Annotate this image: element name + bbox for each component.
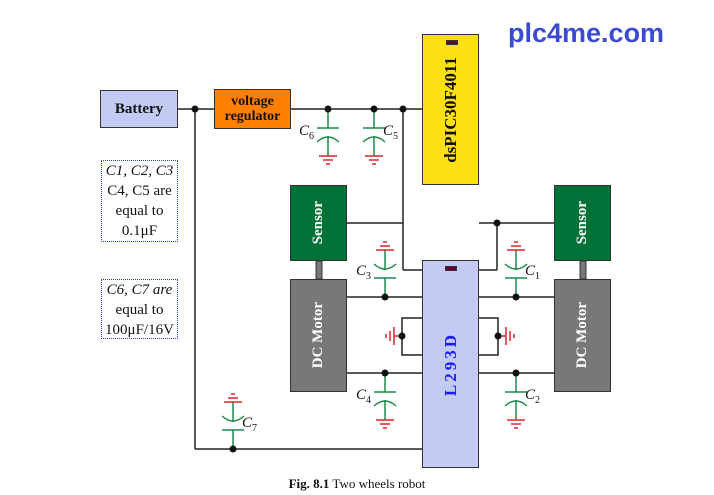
caption-prefix: Fig. 8.1	[288, 476, 330, 491]
capacitor-c3	[373, 250, 397, 297]
junction-dot	[229, 445, 237, 453]
capacitor-label-c1: C1	[525, 263, 540, 282]
junction-dot	[324, 105, 332, 113]
note-small-capacitors: C1, C2, C3 C4, C5 are equal to 0.1μF	[101, 160, 178, 242]
ground-icon	[385, 327, 395, 345]
ground-icon	[224, 393, 242, 403]
note1-line3: equal to	[115, 203, 164, 219]
capacitor-index: 3	[366, 271, 372, 282]
capacitor-c6	[316, 109, 340, 156]
junction-dot	[494, 332, 502, 340]
note2-line1: C6, C7 are	[106, 282, 173, 298]
capacitor-index: 2	[535, 395, 541, 406]
capacitor-c5	[362, 109, 386, 156]
chip-notch-icon	[445, 266, 457, 271]
note2-line2: equal to	[115, 302, 164, 318]
capacitor-label-c2: C2	[525, 387, 540, 406]
chip-notch-icon	[446, 40, 458, 45]
motor-driver-block: L293D	[422, 260, 479, 468]
ground-icon	[376, 241, 394, 251]
capacitor-label-c3: C3	[356, 263, 371, 282]
left-sensor-label: Sensor	[310, 201, 326, 245]
capacitor-index: 1	[535, 271, 541, 282]
left-sensor-block: Sensor	[290, 185, 347, 261]
watermark: plc4me.com	[508, 18, 665, 48]
capacitor-label-c4: C4	[356, 387, 371, 406]
junction-dot	[512, 369, 520, 377]
junction-dot	[512, 293, 520, 301]
junction-dot	[399, 105, 407, 113]
ground-icon	[319, 155, 337, 165]
junction-dot	[493, 219, 501, 227]
junction-dot	[398, 332, 406, 340]
note1-line4: 0.1μF	[121, 223, 158, 239]
mcu-block: dsPIC30F4011	[422, 34, 479, 185]
ground-icon	[376, 419, 394, 429]
mcu-label: dsPIC30F4011	[440, 56, 460, 163]
capacitor-index: 7	[252, 423, 258, 434]
capacitor-label-c6: C6	[299, 123, 314, 142]
note2-line3: 100μF/16V	[105, 322, 174, 338]
left-motor-block: DC Motor	[290, 279, 347, 392]
ground-icon	[507, 419, 525, 429]
capacitor-c4	[373, 373, 397, 420]
ground-icon	[507, 241, 525, 251]
capacitor-c1	[504, 250, 528, 297]
driver-label: L293D	[440, 331, 460, 397]
ground-icon	[365, 155, 383, 165]
capacitor-label-c7: C7	[242, 415, 257, 434]
junction-dot	[381, 369, 389, 377]
right-sensor-block: Sensor	[554, 185, 611, 261]
note1-line2: C4, C5 are	[107, 183, 172, 199]
capacitor-letter: C	[383, 123, 394, 139]
voltage-regulator-block: voltage regulator	[214, 89, 291, 129]
junction-dot	[370, 105, 378, 113]
right-motor-block: DC Motor	[554, 279, 611, 392]
capacitor-letter: C	[525, 387, 536, 403]
capacitor-letter: C	[356, 263, 367, 279]
capacitor-index: 4	[366, 395, 372, 406]
junction-dot	[381, 293, 389, 301]
left-sensor-motor-link	[315, 260, 323, 280]
capacitor-letter: C	[299, 123, 310, 139]
caption-text: Two wheels robot	[329, 476, 426, 491]
capacitor-c2	[504, 373, 528, 420]
capacitor-label-c5: C5	[383, 123, 398, 142]
junction-dot	[191, 105, 199, 113]
capacitor-index: 6	[309, 131, 315, 142]
capacitor-letter: C	[525, 263, 536, 279]
right-sensor-label: Sensor	[574, 201, 590, 245]
regulator-label-line1: voltage	[231, 94, 274, 109]
right-sensor-motor-link	[579, 260, 587, 280]
figure-caption: Fig. 8.1 Two wheels robot	[0, 476, 714, 492]
battery-block: Battery	[100, 90, 178, 128]
capacitor-index: 5	[393, 131, 399, 142]
right-motor-label: DC Motor	[574, 302, 590, 369]
note-big-capacitors: C6, C7 are equal to 100μF/16V	[101, 279, 178, 339]
ground-icon	[505, 327, 515, 345]
note1-line1: C1, C2, C3	[105, 163, 174, 179]
regulator-label-line2: regulator	[224, 109, 281, 124]
capacitor-letter: C	[242, 415, 253, 431]
left-motor-label: DC Motor	[310, 302, 326, 369]
capacitor-letter: C	[356, 387, 367, 403]
capacitor-c7	[221, 402, 245, 449]
battery-label: Battery	[114, 100, 164, 117]
